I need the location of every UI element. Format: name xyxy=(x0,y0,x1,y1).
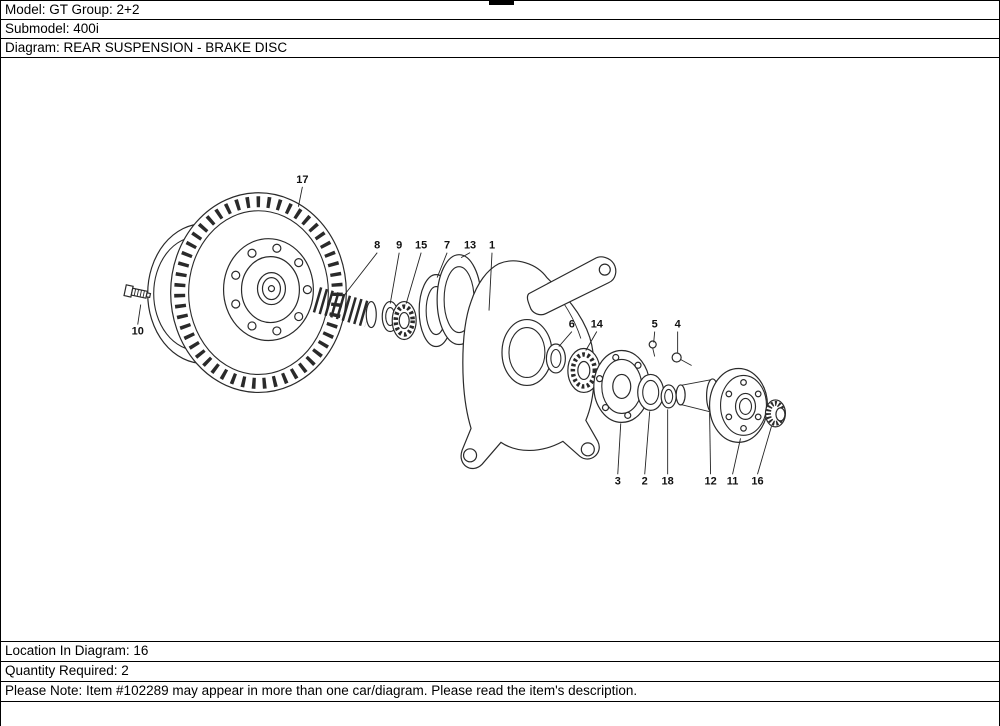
bolt-10 xyxy=(123,284,152,299)
submodel-text: Submodel: 400i xyxy=(5,21,99,36)
callout-8: 8 xyxy=(374,240,380,252)
retainer-flange-3 xyxy=(593,349,651,423)
hub-nut-16 xyxy=(764,399,787,428)
callout-2: 2 xyxy=(642,475,648,487)
callout-7: 7 xyxy=(444,240,450,252)
top-edge-mark xyxy=(489,1,514,5)
note-text: Please Note: Item #102289 may appear in … xyxy=(5,683,638,698)
callout-6: 6 xyxy=(569,319,575,331)
oil-seal-2 xyxy=(637,373,665,411)
callout-13: 13 xyxy=(464,240,476,252)
spacer-18 xyxy=(660,384,677,409)
leader-lines xyxy=(137,186,772,475)
callout-9: 9 xyxy=(396,240,402,252)
diagram-title-text: Diagram: REAR SUSPENSION - BRAKE DISC xyxy=(5,40,288,55)
diagram-area: 17 8 9 15 7 13 1 6 14 5 4 10 3 2 18 12 1… xyxy=(1,58,999,642)
model-text: Model: GT Group: 2+2 xyxy=(5,2,140,17)
callout-10: 10 xyxy=(132,326,144,338)
submodel-row: Submodel: 400i xyxy=(1,20,999,39)
bearing-15 xyxy=(391,300,417,341)
spacer-ring-6 xyxy=(545,343,566,374)
model-row: Model: GT Group: 2+2 xyxy=(1,1,999,20)
callout-18: 18 xyxy=(662,475,674,487)
callout-16: 16 xyxy=(751,475,763,487)
callout-11: 11 xyxy=(727,475,739,487)
callout-14: 14 xyxy=(591,319,604,331)
location-text: Location In Diagram: 16 xyxy=(5,643,149,658)
screw-5 xyxy=(648,340,657,357)
stub-axle-hub xyxy=(675,367,769,443)
hub-carrier xyxy=(460,256,617,470)
diagram-title-row: Diagram: REAR SUSPENSION - BRAKE DISC xyxy=(1,39,999,58)
callout-15: 15 xyxy=(415,240,427,252)
quantity-text: Quantity Required: 2 xyxy=(5,663,129,678)
callout-12: 12 xyxy=(704,475,716,487)
note-row: Please Note: Item #102289 may appear in … xyxy=(1,682,999,702)
location-row: Location In Diagram: 16 xyxy=(1,642,999,662)
callout-1: 1 xyxy=(489,240,495,252)
quantity-row: Quantity Required: 2 xyxy=(1,662,999,682)
callout-5: 5 xyxy=(652,319,658,331)
splined-axle-shaft xyxy=(312,287,377,329)
callout-labels: 17 8 9 15 7 13 1 6 14 5 4 10 3 2 18 12 1… xyxy=(132,174,764,487)
bolt-4 xyxy=(671,352,692,366)
callout-17: 17 xyxy=(296,174,308,186)
exploded-diagram: 17 8 9 15 7 13 1 6 14 5 4 10 3 2 18 12 1… xyxy=(123,174,787,487)
callout-3: 3 xyxy=(615,475,621,487)
callout-4: 4 xyxy=(675,319,682,331)
